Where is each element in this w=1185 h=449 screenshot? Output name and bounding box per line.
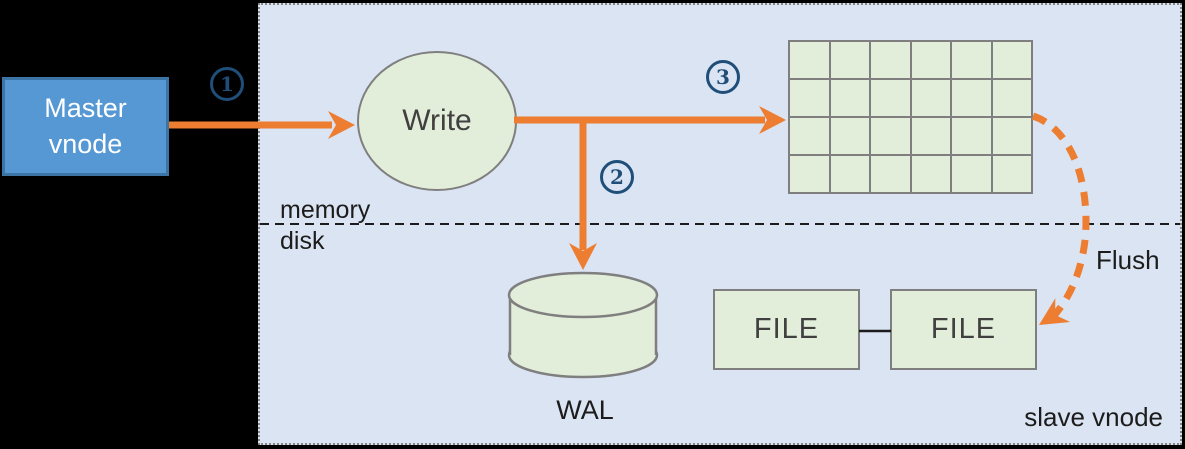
memtable-grid <box>788 40 1033 194</box>
step-2-number: 2 <box>610 165 624 189</box>
disk-label: disk <box>280 227 325 255</box>
step-2-badge: 2 <box>600 160 634 194</box>
file-box-right: FILE <box>890 289 1037 370</box>
memtable-cell <box>952 42 991 78</box>
step-1-badge: 1 <box>210 67 244 101</box>
memtable-cell <box>790 42 829 78</box>
wal-label: WAL <box>556 395 614 425</box>
memory-label: memory <box>280 196 371 224</box>
memtable-cell <box>952 118 991 154</box>
memtable-cell <box>952 80 991 116</box>
flush-label: Flush <box>1096 245 1160 275</box>
memtable-cell <box>952 156 991 192</box>
master-vnode-box: Master vnode <box>2 77 169 176</box>
memtable-cell <box>871 118 910 154</box>
step-3-badge: 3 <box>706 60 740 94</box>
memtable-cell <box>992 42 1031 78</box>
step-3-number: 3 <box>716 65 730 89</box>
memtable-cell <box>790 80 829 116</box>
memtable-cell <box>871 156 910 192</box>
memtable-cell <box>992 80 1031 116</box>
slave-vnode-label: slave vnode <box>1024 402 1163 432</box>
master-vnode-label: Master vnode <box>44 93 127 159</box>
file-box-left: FILE <box>713 289 860 370</box>
write-label: Write <box>402 104 472 137</box>
memtable-cell <box>830 118 869 154</box>
memtable-cell <box>790 156 829 192</box>
memtable-cell <box>830 42 869 78</box>
memtable-cell <box>911 156 950 192</box>
memtable-cell <box>871 80 910 116</box>
file-box-right-label: FILE <box>930 313 997 345</box>
memtable-cell <box>911 118 950 154</box>
write-ellipse: Write <box>357 51 517 191</box>
memtable-cell <box>790 118 829 154</box>
memtable-cell <box>911 80 950 116</box>
memtable-cell <box>911 42 950 78</box>
memtable-cell <box>992 118 1031 154</box>
file-box-left-label: FILE <box>753 313 820 345</box>
memtable-cell <box>830 80 869 116</box>
memtable-cell <box>830 156 869 192</box>
memtable-cell <box>871 42 910 78</box>
memtable-cell <box>992 156 1031 192</box>
step-1-number: 1 <box>220 72 234 96</box>
